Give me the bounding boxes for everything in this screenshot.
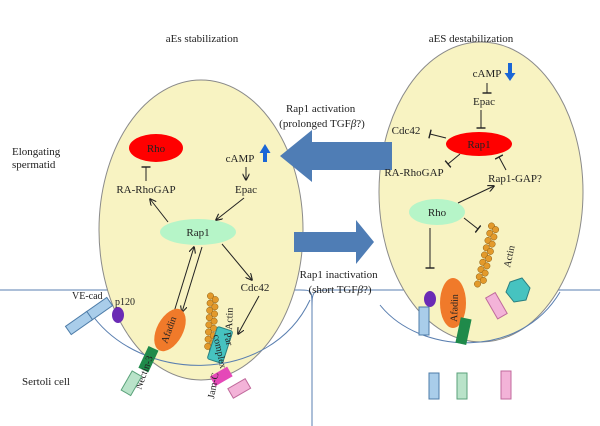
rap1-inhibits-cdc42-right bbox=[428, 129, 447, 139]
rap1-activates-cdc42-left bbox=[221, 243, 252, 280]
camp-up-arrow-left bbox=[259, 144, 271, 162]
cdc42-to-par-left bbox=[238, 295, 260, 334]
rho-label-right: Rho bbox=[428, 207, 447, 219]
actin-bundle-left bbox=[204, 292, 219, 354]
rap1-gap-label-right: Rap1-GAP? bbox=[488, 173, 542, 185]
epac-label-right: Epac bbox=[473, 96, 495, 108]
camp-down-arrow-right bbox=[504, 63, 516, 81]
actin-label-left: Actin bbox=[224, 308, 236, 331]
actin-bead bbox=[205, 314, 213, 322]
jam-c-label: Jam-C bbox=[206, 372, 221, 400]
actin-bead bbox=[492, 226, 500, 234]
actin-bead bbox=[211, 303, 219, 311]
title-left: aEs stabilization bbox=[166, 33, 239, 45]
actin-bead bbox=[211, 310, 218, 318]
cdc42-label-left: Cdc42 bbox=[241, 282, 270, 294]
actin-label-right: Actin bbox=[502, 245, 517, 269]
actin-bead bbox=[479, 276, 487, 284]
ve-cad-bar-lower bbox=[64, 310, 94, 336]
title-right: aES destabilization bbox=[429, 33, 514, 45]
par-complex-right bbox=[505, 277, 531, 303]
actin-bead bbox=[211, 296, 219, 304]
jam-c-partner-bar bbox=[227, 377, 252, 399]
jam-c-bar-right bbox=[484, 291, 508, 320]
actin-bead bbox=[490, 233, 498, 241]
jam-partner-right bbox=[500, 370, 512, 400]
rho-label-left: Rho bbox=[147, 143, 166, 155]
rap1-node-right bbox=[446, 132, 512, 156]
camp-label-left: cAMP bbox=[226, 153, 255, 165]
sertoli-membrane-line bbox=[0, 289, 600, 426]
sertoli-cup-right bbox=[379, 291, 561, 344]
actin-bead bbox=[206, 299, 214, 307]
rap1-to-afadin-left-b bbox=[182, 246, 203, 312]
afadin-left bbox=[154, 308, 186, 352]
actin-bead bbox=[207, 292, 214, 300]
rap1-label-left: Rap1 bbox=[186, 227, 209, 239]
nectin3-bar-right bbox=[455, 317, 472, 345]
rap1-activation-arrow bbox=[280, 130, 392, 182]
p120-label-left: p120 bbox=[115, 297, 135, 308]
ra-rhogap-label-right: RA-RhoGAP bbox=[384, 167, 443, 179]
actin-bead bbox=[474, 280, 481, 288]
p120-left bbox=[112, 307, 124, 323]
ve-cad-label-left: VE-cad bbox=[72, 291, 103, 302]
rho-node-left bbox=[129, 134, 183, 162]
cdc42-label-right: Cdc42 bbox=[392, 125, 421, 137]
rap1-label-right: Rap1 bbox=[467, 139, 490, 151]
ve-cad-partner-right bbox=[428, 372, 440, 400]
rap1-gap-inhibits-rap1-right bbox=[494, 154, 507, 171]
actin-bead bbox=[205, 328, 212, 336]
rap1-inactivation-arrow bbox=[294, 220, 374, 264]
actin-bead bbox=[488, 240, 496, 248]
elongating-spermatid-label: Elongating spermatid bbox=[12, 146, 63, 171]
ve-cad-bar-right bbox=[418, 306, 430, 336]
par-complex-shape bbox=[207, 326, 233, 364]
ra-rhogap-label-left: RA-RhoGAP bbox=[116, 184, 175, 196]
nectin-partner-bar bbox=[120, 370, 143, 397]
actin-bead bbox=[204, 335, 212, 343]
rho-node-right bbox=[409, 199, 465, 225]
rho-activates-rap1-gap-right bbox=[457, 186, 494, 204]
jam-c-bar bbox=[209, 366, 233, 387]
sertoli-cup-left bbox=[89, 299, 311, 366]
p120-right bbox=[424, 291, 436, 307]
actin-bead bbox=[483, 262, 491, 270]
actin-bead bbox=[485, 255, 493, 263]
actin-bead bbox=[210, 317, 218, 325]
rap1-inhibits-ra-rhogap-right bbox=[444, 153, 461, 168]
actin-bead bbox=[486, 247, 494, 255]
afadin-right bbox=[440, 278, 466, 328]
nectin3-bar bbox=[138, 346, 159, 373]
actin-bead bbox=[481, 269, 489, 277]
nectin-partner-right bbox=[456, 372, 468, 400]
epac-label-left: Epac bbox=[235, 184, 257, 196]
sertoli-cell-label: Sertoli cell bbox=[22, 376, 70, 388]
actin-bead bbox=[206, 306, 214, 314]
actin-bundle-right bbox=[474, 222, 500, 288]
rap1-activates-ra-rhogap-left bbox=[150, 199, 169, 223]
afadin-to-rap1-left-a bbox=[173, 247, 194, 313]
rho-inhibits-actin-right bbox=[463, 217, 482, 233]
rap1-activation-label: Rap1 activation (prolonged TGFβ?) bbox=[279, 103, 365, 130]
rap1-inactivation-label: Rap1 inactivation (short TGFβ?) bbox=[300, 269, 381, 296]
afadin-label-right: Afadin bbox=[449, 294, 461, 322]
camp-label-right: cAMP bbox=[473, 68, 502, 80]
actin-bead bbox=[205, 321, 213, 329]
epac-activates-rap1-left bbox=[216, 197, 245, 220]
rap1-node-left bbox=[160, 219, 236, 245]
